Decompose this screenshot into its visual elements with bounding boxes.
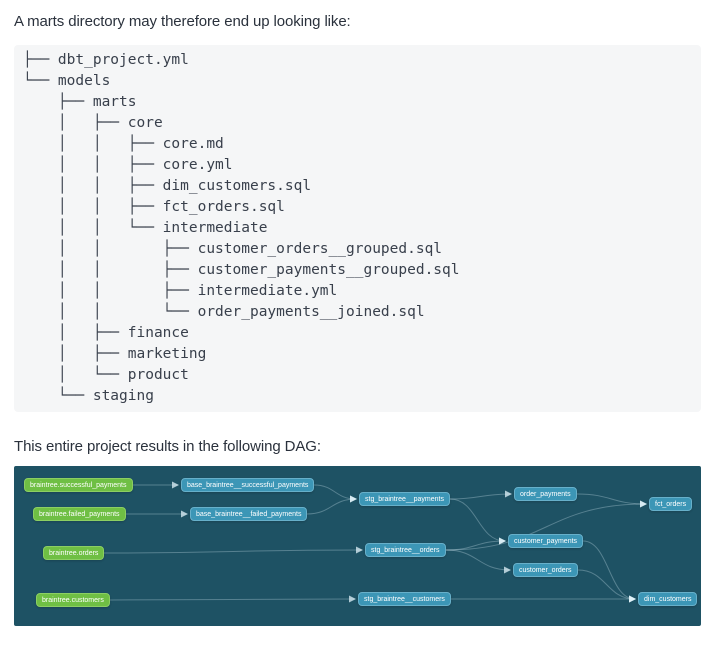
- dag-node-dim_customers[interactable]: dim_customers: [638, 592, 698, 606]
- dag-node-stg_braintree__orders[interactable]: stg_braintree__orders: [365, 543, 446, 557]
- docs-page: A marts directory may therefore end up l…: [0, 11, 715, 626]
- dag-node-braintree.orders[interactable]: braintree.orders: [43, 546, 105, 560]
- dag-node-stg_braintree__customers[interactable]: stg_braintree__customers: [358, 592, 451, 606]
- dag-node-customer_orders[interactable]: customer_orders: [513, 563, 578, 577]
- dag-node-stg_braintree__payments[interactable]: stg_braintree__payments: [359, 492, 450, 506]
- dag-canvas: braintree.successful_payments base_braint…: [14, 466, 701, 626]
- intro-paragraph: A marts directory may therefore end up l…: [14, 13, 351, 30]
- dag-node-braintree.customers[interactable]: braintree.customers: [36, 593, 110, 607]
- dag-node-braintree.successful_payments[interactable]: braintree.successful_payments: [24, 478, 133, 492]
- dag-edges-svg: [103, 481, 647, 603]
- dag-node-customer_payments[interactable]: customer_payments: [508, 534, 584, 548]
- dag-node-base_braintree__successful_payments[interactable]: base_braintree__successful_payments: [181, 478, 315, 492]
- directory-tree-code-block: ├── dbt_project.yml └── models ├── marts…: [14, 45, 701, 412]
- dag-paragraph: This entire project results in the follo…: [14, 438, 321, 455]
- dag-node-order_payments[interactable]: order_payments: [514, 487, 577, 501]
- dag-node-base_braintree__failed_payments[interactable]: base_braintree__failed_payments: [190, 507, 308, 521]
- dag-node-fct_orders[interactable]: fct_orders: [649, 497, 693, 511]
- dag-node-braintree.failed_payments[interactable]: braintree.failed_payments: [33, 507, 126, 521]
